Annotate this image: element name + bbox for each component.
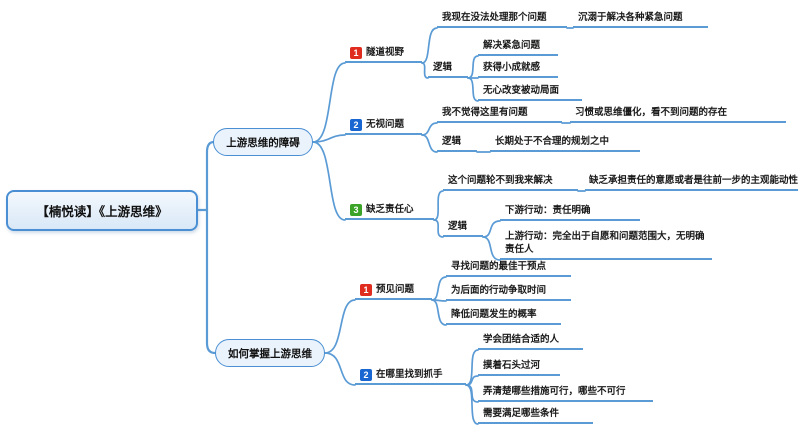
priority-2-icon[interactable]: 2	[360, 369, 372, 381]
topic-which-conditions-needed[interactable]: 需要满足哪些条件	[478, 407, 593, 424]
topic-cross-river-by-feeling-stones[interactable]: 摸着石头过河	[478, 359, 560, 376]
topic-no-will-to-change-passive[interactable]: 无心改变被动局面	[478, 84, 582, 101]
branch-topic-how-to-master-label: 如何掌握上游思维	[228, 347, 312, 360]
topic-small-sense-of-achievement[interactable]: 获得小成就感	[478, 61, 558, 78]
topic-habit-or-rigid-thinking[interactable]: 习惯或思维僵化，看不到问题的存在	[570, 106, 786, 123]
topic-downstream-clear-duty[interactable]: 下游行动：责任明确	[500, 204, 640, 221]
topic-buy-time-for-action[interactable]: 为后面的行动争取时间	[446, 284, 571, 301]
branch-topic-obstacles[interactable]: 上游思维的障碍	[213, 128, 313, 156]
subtopic-find-leverage[interactable]: 2 在哪里找到抓手	[355, 368, 466, 385]
root-topic-label: 【楠悦读】《上游思维》	[36, 205, 168, 219]
topic-logic-responsibility[interactable]: 逻辑	[443, 220, 483, 237]
priority-1-icon[interactable]: 1	[360, 284, 372, 296]
branch-topic-how-to-master[interactable]: 如何掌握上游思维	[215, 339, 325, 367]
topic-lack-ownership-initiative[interactable]: 缺乏承担责任的意愿或者是往前一步的主观能动性	[585, 174, 798, 191]
subtopic-lack-responsibility[interactable]: 3 缺乏责任心	[345, 203, 434, 220]
topic-reduce-problem-probability[interactable]: 降低问题发生的概率	[446, 308, 561, 325]
topic-logic-tunnel[interactable]: 逻辑	[428, 61, 468, 78]
topic-logic-ignore[interactable]: 逻辑	[437, 135, 477, 152]
topic-not-my-turn-to-solve[interactable]: 这个问题轮不到我来解决	[443, 174, 578, 191]
subtopic-foresee-problems[interactable]: 1 预见问题	[355, 283, 432, 300]
subtopic-tunnel-vision[interactable]: 1 隧道视野	[345, 46, 422, 63]
topic-unite-right-people[interactable]: 学会团结合适的人	[478, 333, 583, 350]
topic-upstream-voluntary-no-owner[interactable]: 上游行动：完全出于自愿和问题范围大，无明确责任人	[500, 231, 712, 260]
topic-cant-handle-that-now[interactable]: 我现在没法处理那个问题	[437, 11, 567, 28]
topic-drown-in-urgent-problems[interactable]: 沉溺于解决各种紧急问题	[573, 11, 708, 28]
topic-best-intervention-point[interactable]: 寻找问题的最佳干预点	[446, 260, 571, 277]
root-topic[interactable]: 【楠悦读】《上游思维》	[6, 190, 198, 231]
branch-topic-obstacles-label: 上游思维的障碍	[226, 136, 300, 149]
topic-which-measures-work[interactable]: 弄清楚哪些措施可行，哪些不可行	[478, 385, 653, 402]
priority-1-icon[interactable]: 1	[350, 47, 362, 59]
subtopic-ignore-problem[interactable]: 2 无视问题	[345, 118, 422, 135]
priority-2-icon[interactable]: 2	[350, 119, 362, 131]
topic-solve-urgent-problems[interactable]: 解决紧急问题	[478, 39, 558, 56]
topic-long-in-unreasonable-plan[interactable]: 长期处于不合理的规划之中	[490, 135, 640, 152]
topic-dont-think-there-is-problem[interactable]: 我不觉得这里有问题	[437, 106, 562, 123]
priority-3-icon[interactable]: 3	[350, 204, 362, 216]
